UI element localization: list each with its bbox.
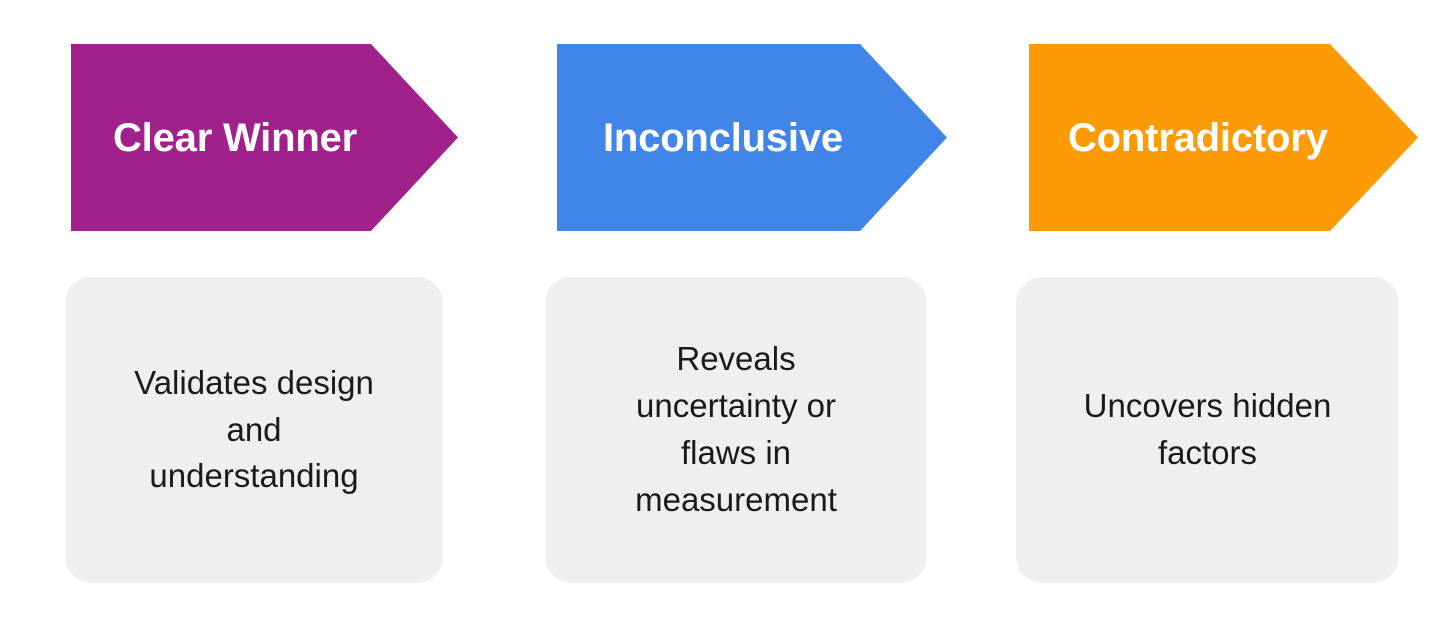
chevron-arrow-icon [557, 44, 947, 231]
chevron-arrow-icon [71, 44, 458, 231]
banner-contradictory[interactable]: Contradictory [1029, 44, 1418, 231]
card-text-clear-winner: Validates design and understanding [134, 363, 374, 495]
chevron-arrow-icon [1029, 44, 1418, 231]
card-text-contradictory: Uncovers hidden factors [1083, 387, 1332, 471]
banner-inconclusive[interactable]: Inconclusive [557, 44, 947, 231]
banner-label-inconclusive: Inconclusive [603, 115, 843, 160]
banner-label-contradictory: Contradictory [1068, 115, 1328, 160]
card-inconclusive: Reveals uncertainty or flaws in measurem… [545, 277, 927, 583]
card-contradictory: Uncovers hidden factors [1016, 277, 1399, 583]
card-clear-winner: Validates design and understanding [65, 277, 443, 583]
banner-clear-winner[interactable]: Clear Winner [71, 44, 458, 231]
card-text-inconclusive: Reveals uncertainty or flaws in measurem… [635, 340, 837, 518]
banner-label-clear-winner: Clear Winner [113, 115, 357, 160]
